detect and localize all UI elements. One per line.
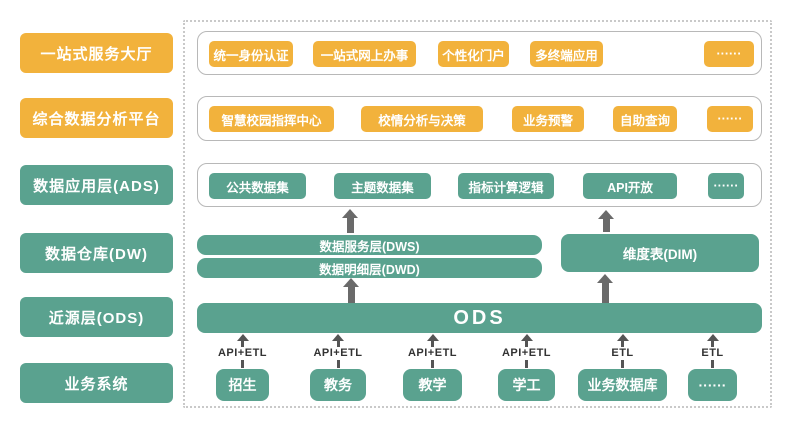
- up-arrow-icon: [520, 334, 533, 341]
- up-arrow-dim-to-ads-icon: [598, 210, 614, 232]
- source-box: 学工: [498, 369, 555, 401]
- source-xuegong: API+ETL 学工: [498, 334, 555, 401]
- chip-self-query: 自助查询: [613, 106, 677, 132]
- source-box: 业务数据库: [578, 369, 667, 401]
- chip-more-analysis: ······: [707, 106, 753, 132]
- source-business-db: ETL 业务数据库: [578, 334, 667, 401]
- chip-more-services: ······: [704, 41, 754, 67]
- up-arrow-dws-to-ads-icon: [342, 209, 358, 233]
- dwd-bar: 数据明细层(DWD): [197, 258, 542, 278]
- layer-label-business-systems: 业务系统: [20, 363, 173, 403]
- chip-online-services: 一站式网上办事: [313, 41, 416, 67]
- etl-label: ETL: [701, 347, 724, 359]
- chip-personal-portal: 个性化门户: [438, 41, 509, 67]
- chip-more-ads: ······: [708, 173, 744, 199]
- layer-label-ads: 数据应用层(ADS): [20, 165, 173, 205]
- layer-label-ods: 近源层(ODS): [20, 297, 173, 337]
- up-arrow-icon: [616, 334, 629, 341]
- chip-topic-dataset: 主题数据集: [334, 173, 431, 199]
- source-box: ······: [688, 369, 737, 401]
- chip-multi-terminal: 多终端应用: [530, 41, 603, 67]
- up-arrow-icon: [236, 334, 249, 341]
- etl-label: API+ETL: [407, 347, 458, 359]
- ods-bar: ODS: [197, 303, 762, 333]
- etl-label: API+ETL: [313, 347, 363, 359]
- chip-unified-identity: 统一身份认证: [209, 41, 293, 67]
- ads-layer-group: 公共数据集 主题数据集 指标计算逻辑 API开放 ······: [197, 163, 762, 207]
- layer-label-dw: 数据仓库(DW): [20, 233, 173, 273]
- layer-label-analysis-platform: 综合数据分析平台: [20, 98, 173, 138]
- up-arrow-ods-to-dwd-icon: [343, 278, 359, 303]
- chip-public-dataset: 公共数据集: [209, 173, 306, 199]
- chip-metric-logic: 指标计算逻辑: [458, 173, 554, 199]
- etl-label: API+ETL: [501, 347, 552, 359]
- source-jiaowu: API+ETL 教务: [310, 334, 366, 401]
- source-jiaoxue: API+ETL 教学: [403, 334, 462, 401]
- up-arrow-ods-to-dim-icon: [597, 274, 613, 303]
- dim-box: 维度表(DIM): [561, 234, 759, 272]
- diagram-dashed-frame: [183, 20, 772, 408]
- analysis-platform-group: 智慧校园指挥中心 校情分析与决策 业务预警 自助查询 ······: [197, 96, 762, 141]
- etl-label: API+ETL: [217, 347, 268, 359]
- layer-label-service-hall: 一站式服务大厅: [20, 33, 173, 73]
- source-box: 招生: [216, 369, 269, 401]
- service-hall-group: 统一身份认证 一站式网上办事 个性化门户 多终端应用 ······: [197, 31, 762, 75]
- chip-business-alert: 业务预警: [512, 106, 584, 132]
- source-zhaosheng: API+ETL 招生: [216, 334, 269, 401]
- dws-bar: 数据服务层(DWS): [197, 235, 542, 255]
- chip-api-open: API开放: [583, 173, 677, 199]
- source-box: 教学: [403, 369, 462, 401]
- up-arrow-icon: [426, 334, 439, 341]
- up-arrow-icon: [332, 334, 344, 341]
- chip-decision-analysis: 校情分析与决策: [361, 106, 483, 132]
- etl-label: ETL: [611, 347, 634, 359]
- up-arrow-icon: [706, 334, 719, 341]
- source-more: ETL ······: [688, 334, 737, 401]
- chip-command-center: 智慧校园指挥中心: [209, 106, 334, 132]
- source-box: 教务: [310, 369, 366, 401]
